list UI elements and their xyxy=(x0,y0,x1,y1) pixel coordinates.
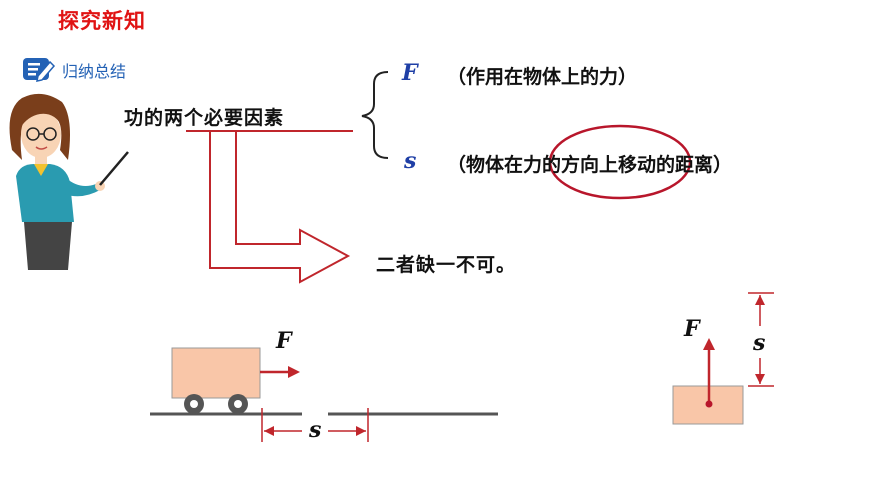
double-arrow-icon xyxy=(209,131,351,284)
brace-icon xyxy=(361,71,389,159)
highlight-ellipse xyxy=(548,124,692,200)
distance-description: （物体在力的方向上移动的距离） xyxy=(447,154,733,176)
summary-label: 归纳总结 xyxy=(62,62,127,81)
cart-wheel xyxy=(228,394,248,414)
box-force-label: F xyxy=(684,316,700,342)
cart-diagram xyxy=(150,347,498,442)
distance-symbol: s xyxy=(404,148,417,174)
box-distance-label: s xyxy=(753,330,766,356)
page-title: 探究新知 xyxy=(58,9,146,33)
cart-distance-label: s xyxy=(309,417,322,443)
force-symbol: F xyxy=(402,60,418,86)
cart-force-label: F xyxy=(276,328,292,354)
force-description: （作用在物体上的力） xyxy=(447,66,638,88)
cart-wheel xyxy=(184,394,204,414)
teacher-figure xyxy=(9,93,129,270)
edit-note-icon xyxy=(23,58,56,82)
conclusion-text: 二者缺一不可。 xyxy=(376,254,517,276)
cart-body xyxy=(171,347,261,399)
main-concept-label: 功的两个必要因素 xyxy=(124,107,285,129)
box-diagram xyxy=(672,292,774,425)
